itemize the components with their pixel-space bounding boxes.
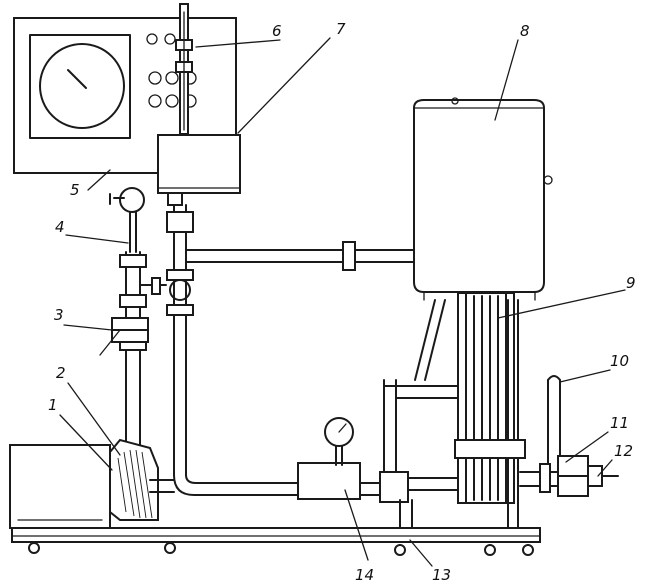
callout-leaders (59, 37, 626, 567)
callout-12: 12 (614, 442, 633, 460)
central-riser-pipe (166, 204, 194, 476)
callout-11: 11 (610, 414, 629, 432)
control-valve (557, 455, 589, 497)
callout-6: 6 (272, 22, 282, 40)
base-frame (11, 527, 541, 556)
pressure-gauge (324, 417, 354, 466)
outlet-nozzle (587, 465, 619, 487)
callout-9: 9 (626, 274, 636, 292)
upper-connecting-pipe (185, 241, 415, 271)
callout-2: 2 (56, 364, 66, 382)
lower-horizontal-pipe (149, 462, 409, 503)
dial-thermometer (109, 187, 145, 253)
left-riser-pipe (119, 251, 167, 446)
callout-10: 10 (610, 352, 629, 370)
valve (111, 317, 149, 343)
callout-14: 14 (355, 566, 374, 584)
callout-4: 4 (55, 218, 65, 236)
exchanger-piping (383, 299, 461, 529)
callout-5: 5 (70, 181, 80, 199)
outlet-pipe (519, 375, 561, 493)
pump (109, 438, 159, 521)
large-tank (413, 97, 553, 301)
small-tank (157, 134, 241, 206)
callout-1: 1 (48, 396, 58, 414)
callout-3: 3 (54, 306, 64, 324)
callout-13: 13 (432, 566, 451, 584)
callout-8: 8 (520, 22, 530, 40)
callout-7: 7 (336, 20, 346, 38)
pump-motor (9, 444, 111, 529)
plate-heat-exchanger (454, 292, 526, 529)
